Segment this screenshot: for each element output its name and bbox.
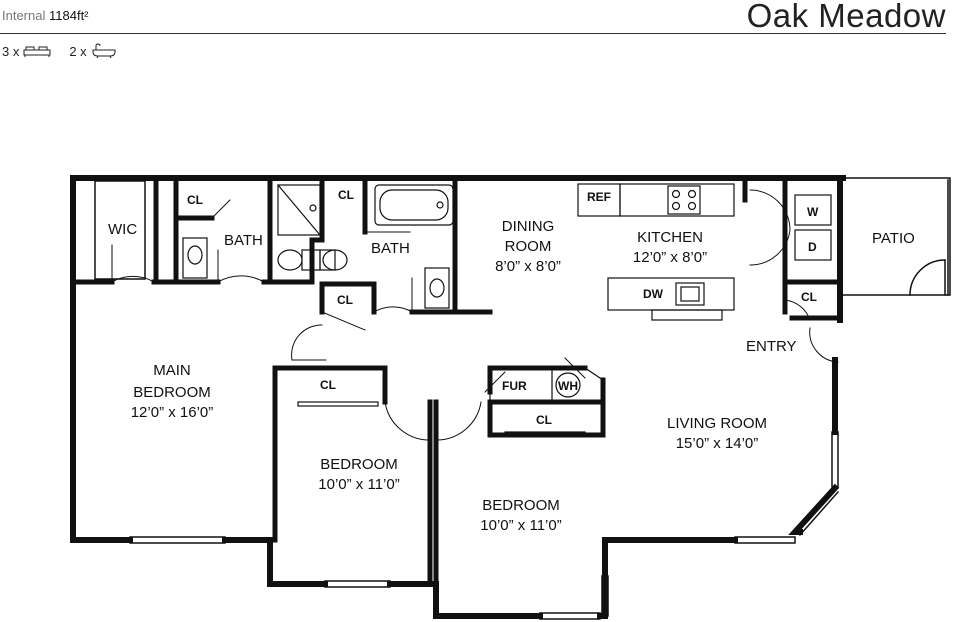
label-kitchen-name: KITCHEN — [637, 229, 703, 246]
label-kitchen-size: 12’0” x 8’0” — [633, 249, 707, 266]
exterior-walls — [70, 175, 846, 619]
bath-count: 2 x — [69, 43, 87, 59]
internal-area-value: 1184ft² — [49, 8, 89, 23]
label-main-name: MAIN — [153, 362, 191, 379]
label-cl-hall: CL — [337, 293, 353, 307]
label-w: W — [807, 205, 819, 219]
windows — [94, 180, 840, 620]
label-cl-bath2: CL — [338, 188, 354, 202]
label-cl-entry: CL — [801, 290, 817, 304]
page-title: Oak Meadow — [746, 0, 946, 34]
doors — [111, 180, 839, 441]
kitchen-fixtures — [577, 183, 832, 321]
utility-fixtures — [489, 367, 604, 403]
closet-doors — [297, 401, 586, 437]
label-entry: ENTRY — [746, 338, 797, 355]
label-bed3-size: 10’0” x 11’0” — [480, 517, 561, 534]
bathtub-icon — [92, 43, 116, 59]
label-main-name2: BEDROOM — [133, 384, 211, 401]
label-bath2: BATH — [371, 240, 410, 257]
label-wh: WH — [558, 379, 578, 393]
label-dw: DW — [643, 287, 664, 301]
header-divider — [0, 33, 946, 34]
label-main-size: 12’0” x 16’0” — [131, 404, 214, 421]
label-living-size: 15’0” x 14’0” — [676, 435, 759, 452]
room-counts: 3 x 2 x — [2, 43, 117, 59]
interior-walls — [70, 178, 843, 587]
label-living-name: LIVING ROOM — [667, 415, 767, 432]
internal-area: Internal 1184ft² — [2, 8, 89, 23]
label-wic: WIC — [108, 221, 137, 238]
label-dining-name2: ROOM — [505, 238, 552, 255]
label-d: D — [808, 240, 817, 254]
bed-count: 3 x — [2, 43, 20, 59]
label-bed2-size: 10’0” x 11’0” — [318, 476, 399, 493]
label-dining-size: 8’0” x 8’0” — [495, 258, 561, 275]
label-bed2-name: BEDROOM — [320, 456, 398, 473]
label-bath1: BATH — [224, 232, 263, 249]
room-labels: WIC CL BATH CL BATH CL DINING ROOM 8’0” … — [108, 188, 915, 534]
label-dining-name: DINING — [502, 218, 555, 235]
label-ref: REF — [587, 190, 611, 204]
label-bed3-name: BEDROOM — [482, 497, 560, 514]
bathroom-fixtures — [182, 184, 454, 309]
label-fur: FUR — [502, 379, 527, 393]
bed-icon — [23, 46, 51, 57]
internal-label: Internal — [2, 8, 46, 23]
label-cl-bath1: CL — [187, 193, 203, 207]
label-cl-bed3: CL — [536, 413, 552, 427]
label-patio: PATIO — [872, 230, 915, 247]
label-cl-bed2: CL — [320, 378, 336, 392]
patio-outline — [842, 177, 951, 296]
